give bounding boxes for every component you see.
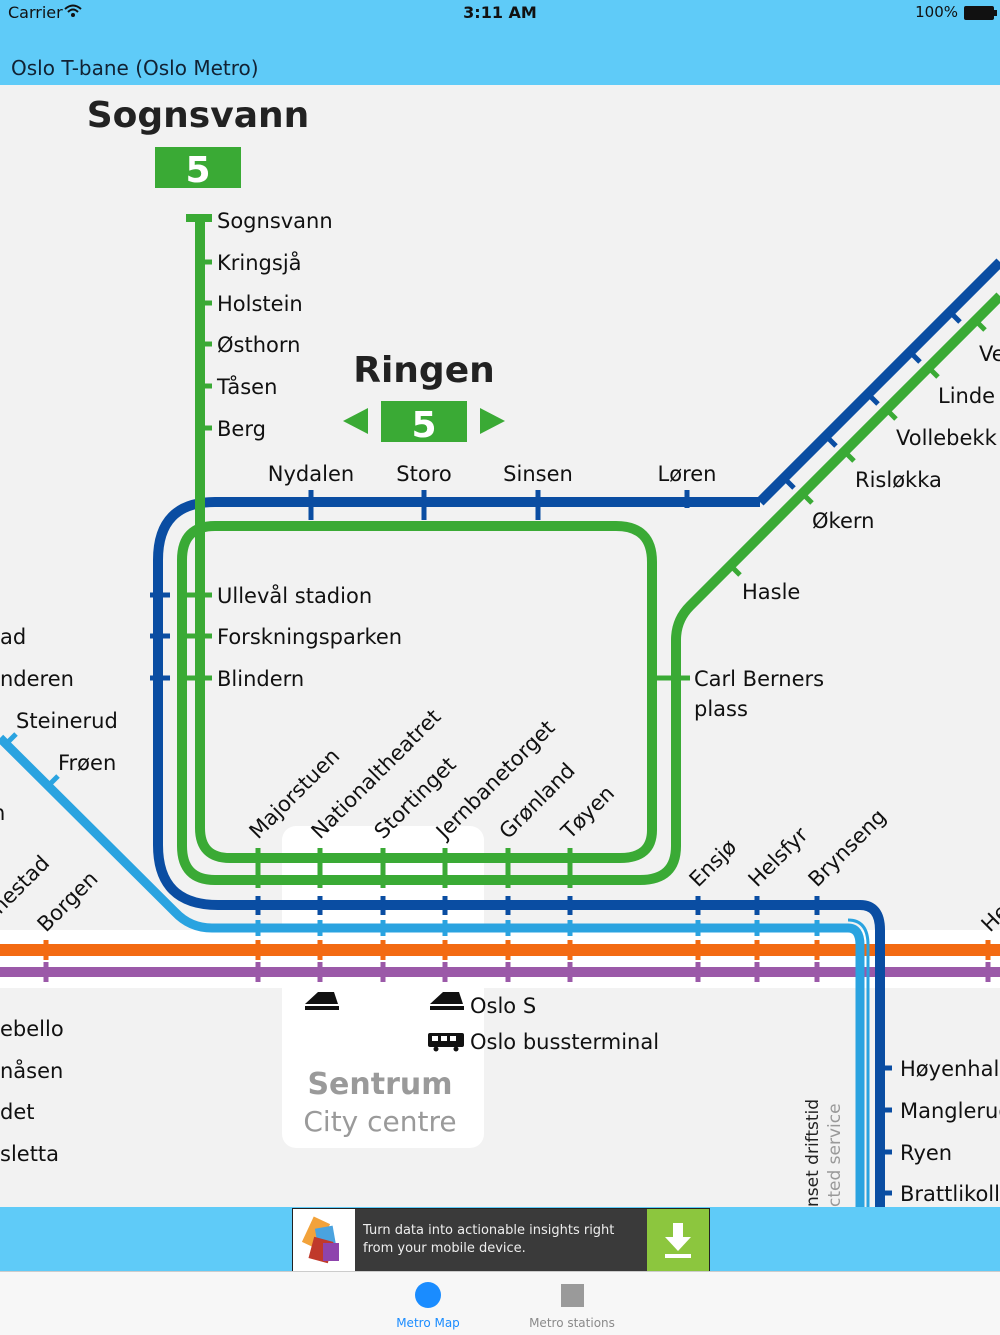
- metro-map-canvas[interactable]: Sognsvann 5 Ringen 5 Sognsvann Kringsjå …: [0, 85, 1000, 1207]
- station-label[interactable]: Storo: [396, 462, 451, 486]
- bus-terminal-label[interactable]: Oslo bussterminal: [470, 1030, 659, 1054]
- station-label[interactable]: n: [0, 801, 5, 825]
- station-label[interactable]: Manglerud: [900, 1099, 1000, 1123]
- station-label[interactable]: Høyenhal: [900, 1057, 999, 1081]
- station-label[interactable]: Steinerud: [16, 709, 118, 733]
- battery-icon: [964, 6, 997, 20]
- station-label[interactable]: Linde: [938, 384, 995, 408]
- ad-banner[interactable]: Turn data into actionable insights right…: [292, 1208, 710, 1272]
- terminus-line-badge: 5: [185, 150, 210, 191]
- station-label[interactable]: Nydalen: [268, 462, 354, 486]
- service-note: nset driftstid: [803, 1099, 823, 1207]
- tab-label: Metro Map: [396, 1316, 460, 1330]
- service-note: cted service: [825, 1103, 845, 1207]
- tab-bar: Metro Map Metro stations: [0, 1271, 1000, 1335]
- station-label[interactable]: Sinsen: [503, 462, 573, 486]
- oslo-s-label[interactable]: Oslo S: [470, 994, 536, 1018]
- station-label[interactable]: Østhorn: [217, 333, 300, 357]
- station-label[interactable]: Vollebekk: [896, 426, 998, 450]
- station-label[interactable]: nderen: [0, 667, 74, 691]
- station-label[interactable]: ad: [0, 625, 26, 649]
- map-dot-icon: [415, 1282, 441, 1308]
- station-label[interactable]: det: [0, 1100, 34, 1124]
- city-centre-label: City centre: [303, 1105, 456, 1138]
- carrier-label: Carrier: [8, 3, 63, 22]
- station-label[interactable]: Berg: [217, 417, 266, 441]
- wifi-icon: [64, 4, 82, 17]
- station-label[interactable]: Brattlikollen: [900, 1182, 1000, 1206]
- ad-image: [293, 1209, 355, 1271]
- station-label[interactable]: Holstein: [217, 292, 303, 316]
- battery-percent: 100%: [915, 3, 958, 21]
- app-title: Oslo T-bane (Oslo Metro): [11, 56, 259, 80]
- stations-square-icon: [561, 1284, 584, 1307]
- station-label[interactable]: Helsfyr: [744, 822, 813, 891]
- station-label[interactable]: nåsen: [0, 1058, 63, 1083]
- station-label[interactable]: Ve: [979, 342, 1000, 366]
- station-label[interactable]: Ryen: [900, 1141, 952, 1165]
- ring-title: Ringen: [353, 350, 495, 391]
- station-label[interactable]: Sognsvann: [217, 209, 333, 233]
- metro-map[interactable]: Sognsvann 5 Ringen 5 Sognsvann Kringsjå …: [0, 85, 1000, 1207]
- station-label[interactable]: Carl Berners: [694, 667, 824, 691]
- status-bar: Carrier 3:11 AM 100% Oslo T-bane (Oslo M…: [0, 0, 1000, 85]
- station-label[interactable]: Ensjø: [685, 835, 742, 892]
- station-label[interactable]: Kringsjå: [217, 250, 302, 275]
- station-label: plass: [694, 697, 748, 721]
- ad-text: Turn data into actionable insights right…: [363, 1223, 615, 1256]
- station-label[interactable]: Risløkka: [855, 468, 942, 492]
- download-icon: [665, 1223, 691, 1258]
- station-label[interactable]: Tøyen: [556, 781, 619, 844]
- tab-metro-stations[interactable]: Metro stations: [502, 1272, 642, 1335]
- tab-label: Metro stations: [529, 1316, 615, 1330]
- ring-line-badge: 5: [411, 405, 436, 446]
- station-label[interactable]: Tåsen: [216, 374, 277, 399]
- station-label[interactable]: sletta: [0, 1142, 59, 1166]
- tab-metro-map[interactable]: Metro Map: [358, 1272, 498, 1335]
- station-label[interactable]: Ullevål stadion: [217, 583, 372, 608]
- station-label[interactable]: Hasle: [742, 580, 800, 604]
- terminus-title: Sognsvann: [87, 95, 310, 136]
- download-button[interactable]: [647, 1209, 709, 1271]
- train-icon: [305, 992, 339, 1010]
- arrow-left-icon: [343, 408, 368, 434]
- sentrum-label: Sentrum: [307, 1067, 452, 1102]
- station-label[interactable]: Blindern: [217, 667, 304, 691]
- arrow-right-icon: [480, 408, 505, 434]
- station-label[interactable]: Økern: [812, 509, 874, 533]
- bus-icon: [428, 1033, 464, 1052]
- clock: 3:11 AM: [463, 3, 537, 22]
- station-label[interactable]: Løren: [658, 462, 717, 486]
- train-icon: [430, 992, 464, 1010]
- station-label[interactable]: Frøen: [58, 751, 116, 775]
- station-label[interactable]: Brynseng: [804, 804, 891, 891]
- station-label[interactable]: ebello: [0, 1017, 64, 1041]
- station-label[interactable]: Forskningsparken: [217, 625, 402, 649]
